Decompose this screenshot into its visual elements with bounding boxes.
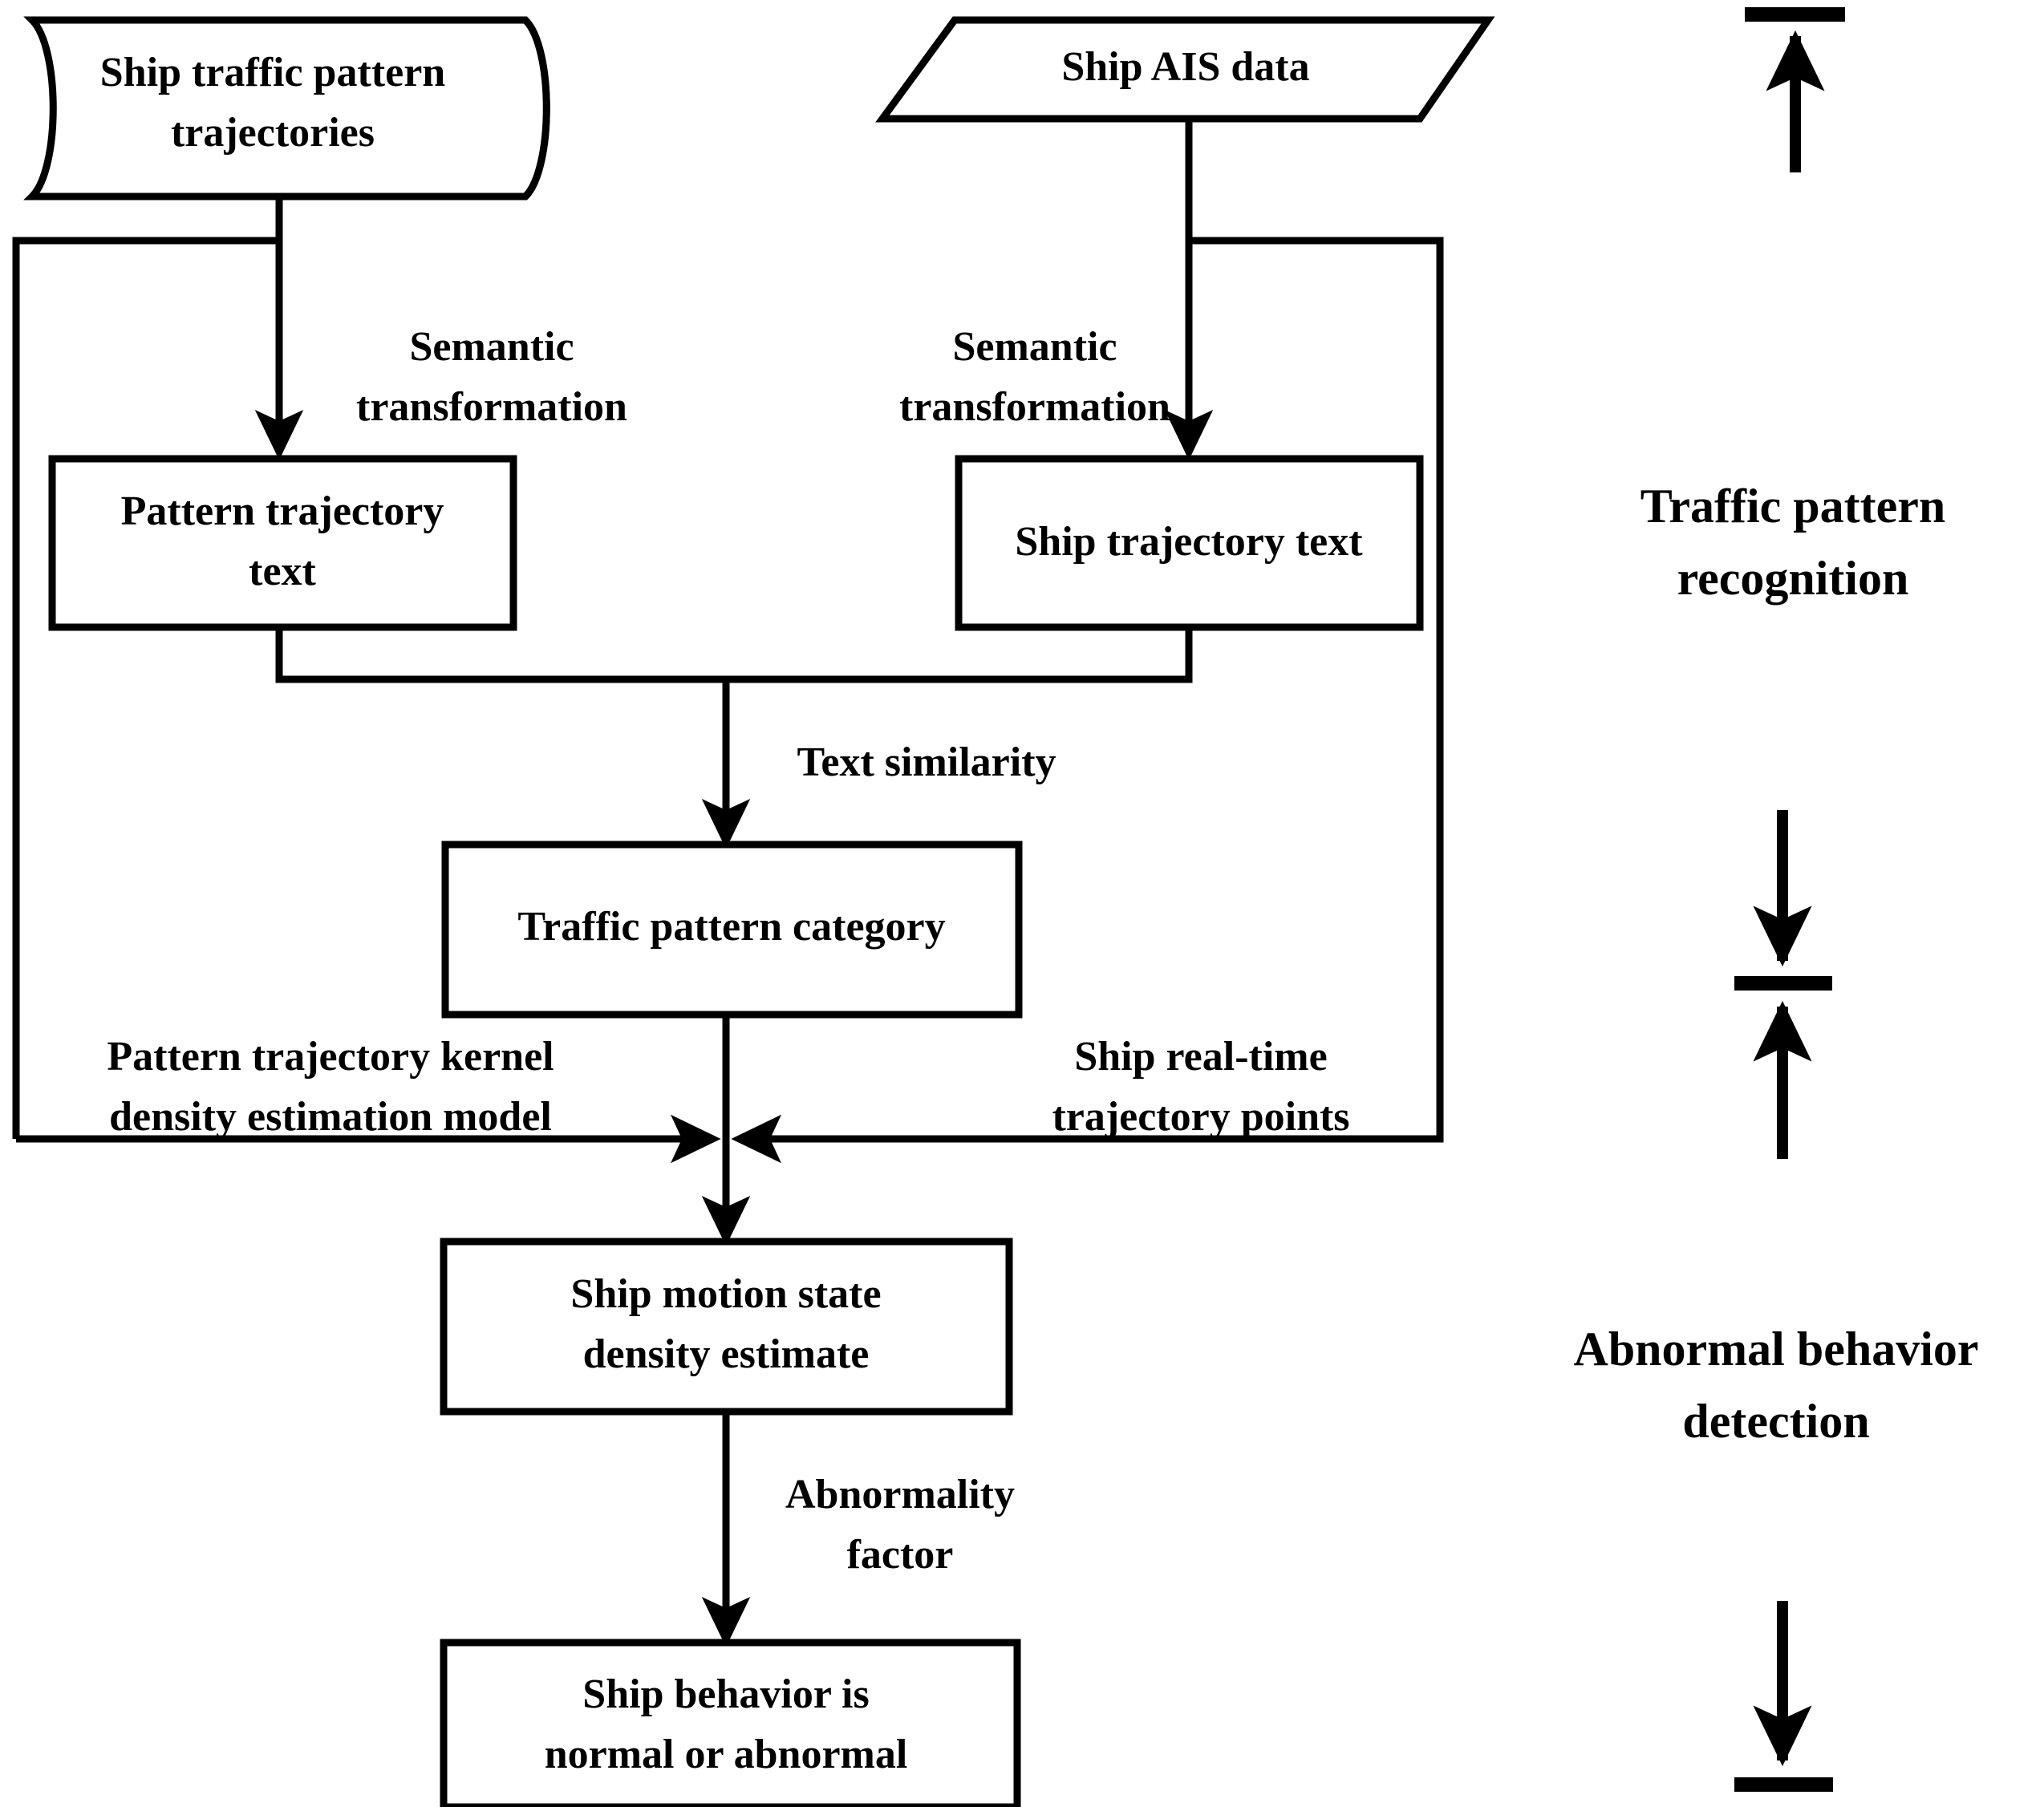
node-ship-motion-state-density-estimate[interactable]: Ship motion state density estimate [440, 1238, 1013, 1416]
node-ship-traffic-pattern-trajectories[interactable]: Ship traffic pattern trajectories [23, 16, 550, 201]
node-ship-behavior-result[interactable]: Ship behavior is normal or abnormal [440, 1639, 1021, 1807]
node-label-line2: normal or abnormal [545, 1732, 908, 1777]
edge-label-line2: factor [847, 1532, 954, 1578]
cylinder-body [23, 16, 550, 201]
phase-label-abnormal-behavior-detection: Abnormal behavior detection [1573, 1323, 1978, 1448]
edge-label-abnormality-factor: Abnormality factor [785, 1472, 1015, 1578]
edge-label-line2: transformation [356, 384, 627, 430]
edge-label-line1: Semantic [409, 324, 574, 370]
node-label-line2: density estimate [583, 1331, 870, 1377]
phase-label-traffic-pattern-recognition: Traffic pattern recognition [1640, 480, 1945, 605]
parallelogram-body [875, 16, 1495, 123]
node-traffic-pattern-category[interactable]: Traffic pattern category [441, 841, 1023, 1019]
connector-texts-merge [275, 627, 1193, 683]
node-ship-trajectory-text[interactable]: Ship trajectory text [955, 455, 1424, 631]
rect-body [441, 841, 1023, 1019]
edge-label-ship-realtime-trajectory-points: Ship real-time trajectory points [1052, 1034, 1349, 1140]
edge-label-line1: Semantic [952, 324, 1117, 370]
edge-label-text-similarity: Text similarity [797, 739, 1056, 785]
node-label-line1: Ship traffic pattern [100, 50, 445, 95]
edge-label-kernel-density-model: Pattern trajectory kernel density estima… [107, 1034, 554, 1140]
edge-label-line1: Ship real-time [1074, 1034, 1327, 1080]
cylinder-end-cap [522, 17, 550, 200]
rect-body [955, 455, 1424, 631]
phase-label-line2: detection [1682, 1395, 1869, 1448]
phase-label-line1: Abnormal behavior [1573, 1323, 1978, 1376]
node-label: Ship AIS data [1061, 44, 1309, 90]
node-pattern-trajectory-text[interactable]: Pattern trajectory text [48, 455, 517, 631]
edge-label-line2: density estimation model [109, 1094, 552, 1140]
phase-label-line1: Traffic pattern [1640, 480, 1945, 533]
node-label-line2: trajectories [171, 110, 375, 156]
node-label: Traffic pattern category [517, 904, 945, 950]
node-label-line1: Pattern trajectory [121, 488, 444, 534]
phase-arrow-top [1745, 7, 1845, 172]
rect-body [48, 455, 517, 631]
rect-body [440, 1639, 1021, 1807]
phase-arrow-middle [1734, 810, 1832, 1159]
node-label-line1: Ship behavior is [582, 1671, 869, 1717]
edge-label-semantic-transformation-left: Semantic transformation [356, 324, 627, 430]
connector-right-bus [731, 237, 1444, 1164]
rect-body [440, 1238, 1013, 1416]
edge-label-semantic-transformation-right: Semantic transformation [899, 324, 1170, 430]
phase-arrow-bottom [1734, 1601, 1833, 1792]
node-ship-ais-data[interactable]: Ship AIS data [875, 16, 1495, 123]
edge-label-line2: trajectory points [1052, 1094, 1349, 1140]
phase-label-line2: recognition [1677, 552, 1909, 605]
connector-left-bus [12, 237, 279, 1139]
edge-label-line1: Pattern trajectory kernel [107, 1034, 554, 1080]
edge-label-line2: transformation [899, 384, 1170, 430]
node-label-line1: Ship motion state [570, 1271, 881, 1317]
node-label-line2: text [249, 549, 316, 594]
node-label: Ship trajectory text [1015, 519, 1363, 565]
edge-label-line1: Abnormality [785, 1472, 1015, 1517]
